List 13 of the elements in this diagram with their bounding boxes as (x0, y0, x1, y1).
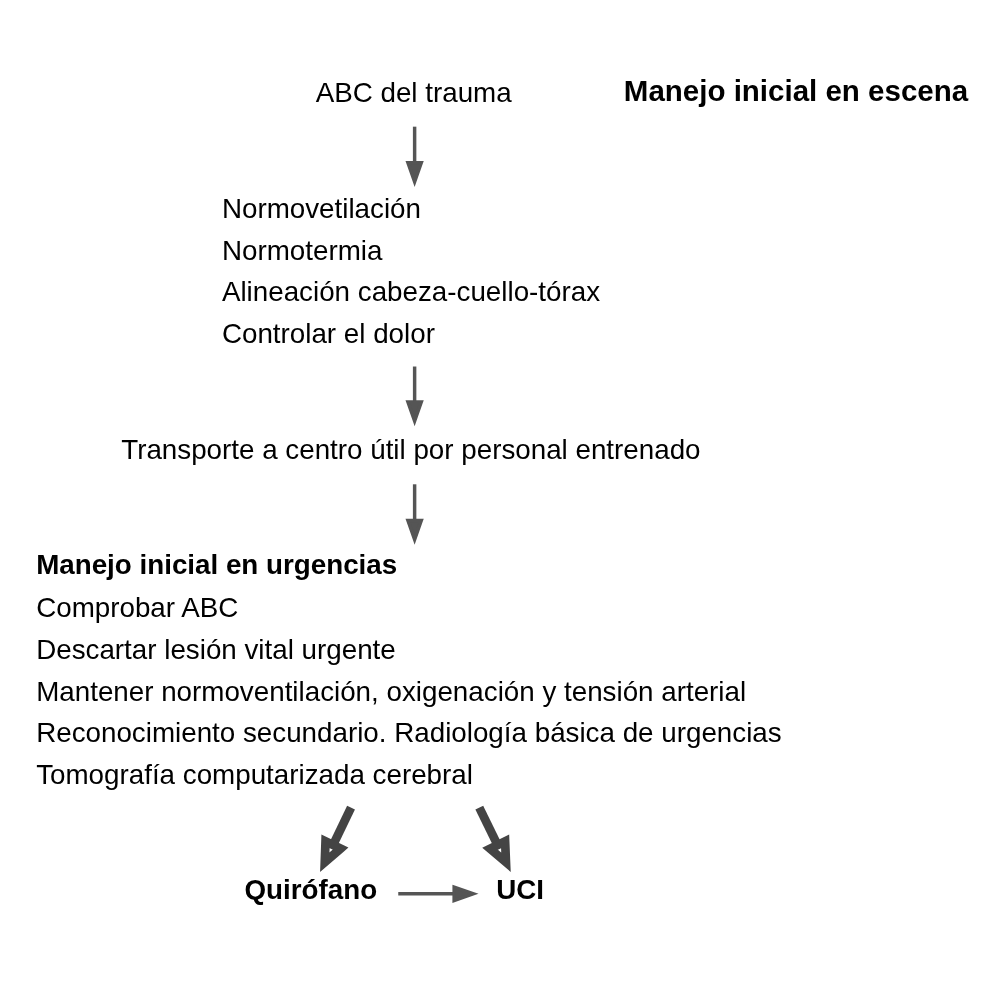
arrow (475, 805, 511, 872)
node-text: Transporte a centro útil por personal entrenado (121, 433, 701, 465)
arrow (398, 884, 479, 903)
node-text: Quirófano (244, 873, 378, 905)
node-text: Manejo inicial en urgencias Comprobar ABC Descartar lesión vital urgente Mantener normoventilación, oxigenación y tensión arterial Reconocimiento secundario. Radiología básica de urgencias Tomografía computarizada cerebral (36, 548, 782, 790)
node-text: UCI (496, 873, 545, 905)
node-text: ABC del trauma (315, 76, 512, 108)
arrow (320, 805, 355, 872)
arrow (405, 483, 424, 545)
node-text: Normovetilación Normotermia Alineación cabeza-cuello-tórax Controlar el dolor (221, 192, 601, 349)
label: Manejo inicial en escena (623, 73, 969, 107)
arrow (405, 366, 424, 426)
arrow (405, 126, 424, 187)
